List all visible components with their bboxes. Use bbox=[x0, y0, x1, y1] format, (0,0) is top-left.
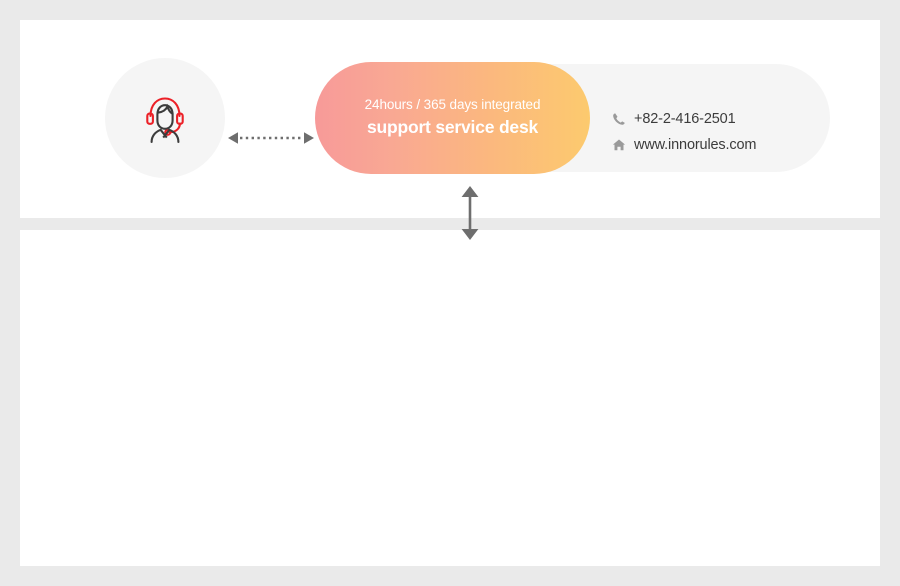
home-icon bbox=[612, 138, 634, 152]
contact-row-website: www.innorules.com bbox=[612, 132, 842, 158]
dotted-double-arrow-horizontal-icon bbox=[228, 128, 314, 148]
headset-operator-icon bbox=[137, 90, 193, 146]
bottom-content-card bbox=[20, 230, 880, 566]
highlight-pill-title: support service desk bbox=[366, 116, 539, 137]
avatar bbox=[105, 58, 225, 178]
phone-icon bbox=[612, 112, 634, 126]
highlight-pill: 24hours / 365 days integrated support se… bbox=[315, 62, 590, 174]
contact-list: +82-2-416-2501 www.innorules.com bbox=[612, 106, 842, 158]
website-url: www.innorules.com bbox=[634, 137, 757, 153]
contact-row-phone: +82-2-416-2501 bbox=[612, 106, 842, 132]
highlight-pill-subtitle: 24hours / 365 days integrated bbox=[364, 97, 541, 113]
phone-number: +82-2-416-2501 bbox=[634, 111, 736, 127]
double-arrow-vertical-icon bbox=[457, 186, 483, 240]
top-content-card: 24hours / 365 days integrated support se… bbox=[20, 20, 880, 240]
support-desk-diagram: 24hours / 365 days integrated support se… bbox=[20, 20, 880, 240]
